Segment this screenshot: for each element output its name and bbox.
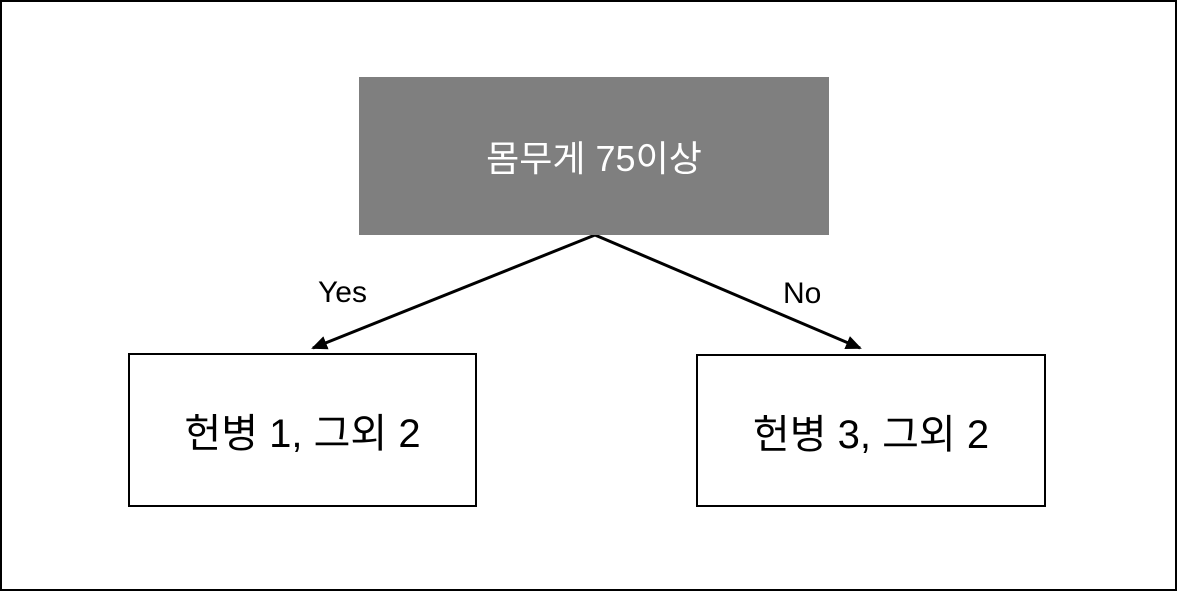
- edge-label-yes: Yes: [318, 276, 367, 309]
- leaf-node-no: 헌병 3, 그외 2: [696, 354, 1046, 507]
- leaf-node-yes-label: 헌병 1, 그외 2: [184, 412, 421, 456]
- decision-node-root: 몸무게 75이상: [359, 77, 829, 235]
- decision-node-label: 몸무게 75이상: [486, 138, 702, 179]
- leaf-node-yes: 헌병 1, 그외 2: [128, 353, 477, 507]
- leaf-node-no-label: 헌병 3, 그외 2: [752, 412, 990, 457]
- edge-label-no: No: [783, 277, 822, 310]
